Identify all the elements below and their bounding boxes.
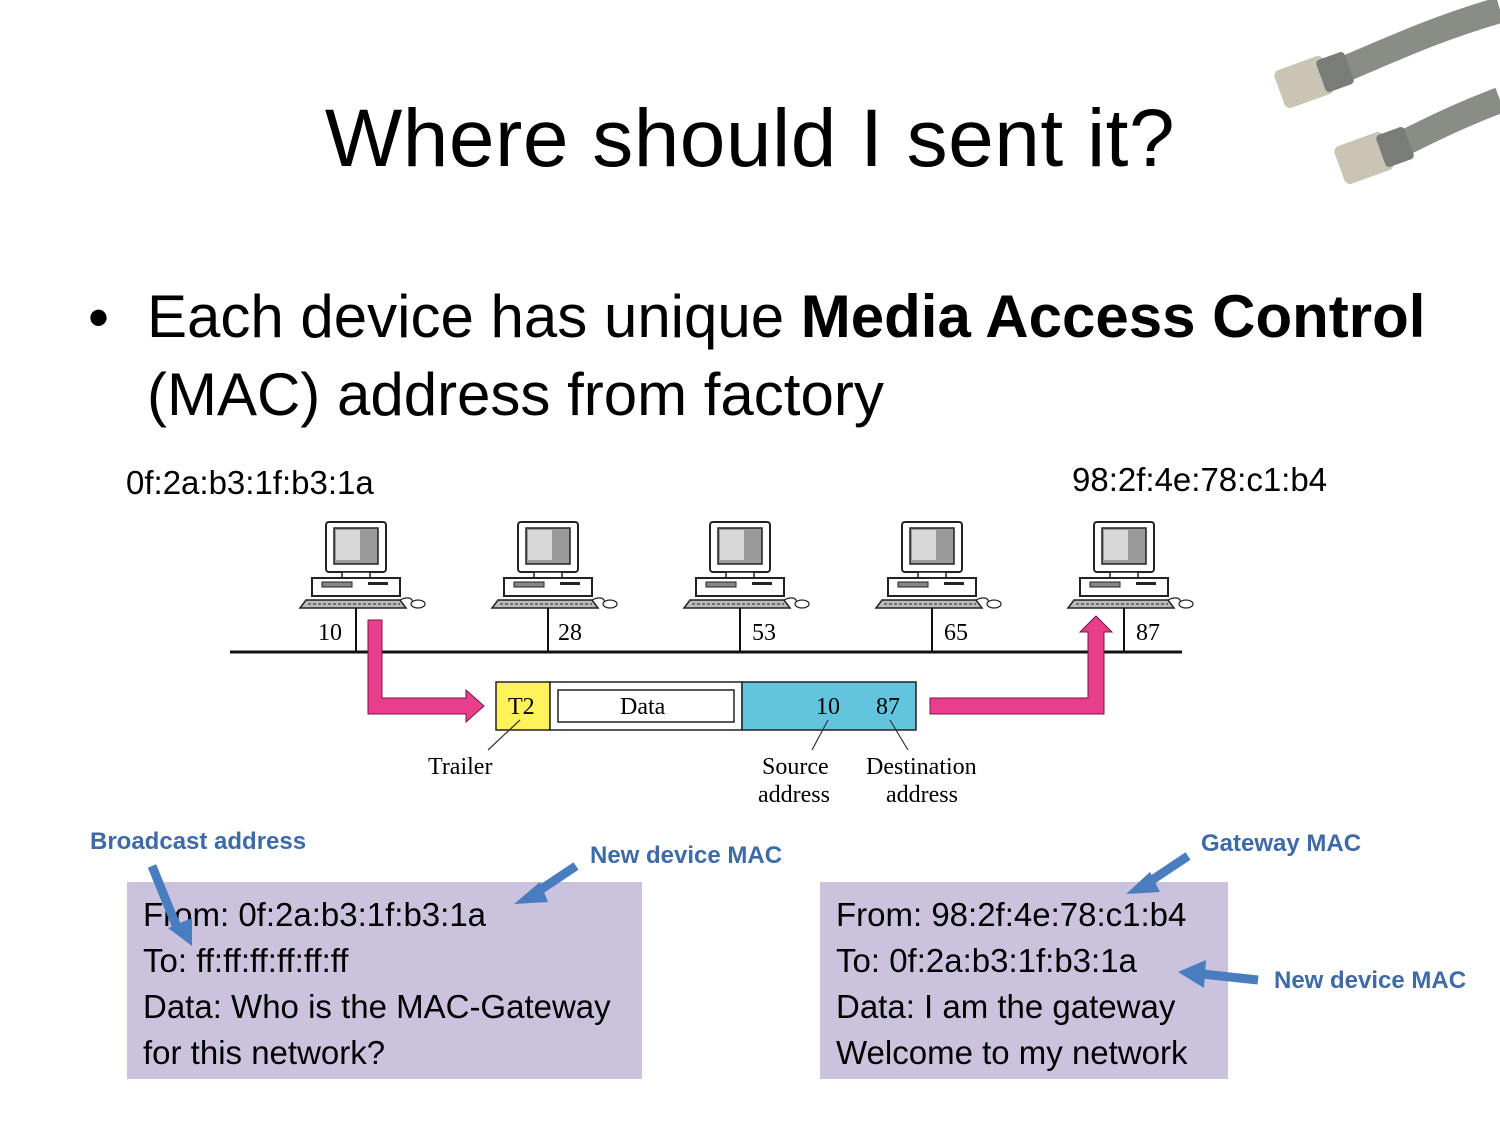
trailer-caption: Trailer xyxy=(428,754,492,780)
computer-icon xyxy=(875,521,1002,609)
new-device-mac-note-right: New device MAC xyxy=(1274,967,1467,994)
bullet-text: Each device has unique Media Access Cont… xyxy=(147,278,1437,434)
message-data-continued: for this network? xyxy=(143,1034,386,1071)
node-label: 87 xyxy=(1136,620,1160,646)
bullet-text-bold: Media Access Control xyxy=(800,283,1426,350)
frame-source-value: 10 xyxy=(816,694,840,720)
mac-label-left: 0f:2a:b3:1f:b3:1a xyxy=(126,464,374,501)
network-diagram: 10 28 53 65 87 T2 Data 10 87 Trailer Sou… xyxy=(230,521,1194,808)
bullet-text-prefix: Each device has unique xyxy=(147,283,801,350)
computer-icon xyxy=(299,521,426,609)
message-data-continued: Welcome to my network xyxy=(836,1034,1188,1071)
message-box-reply: From: 98:2f:4e:78:c1:b4 To: 0f:2a:b3:1f:… xyxy=(820,882,1228,1079)
frame-trailer-label: T2 xyxy=(508,694,535,720)
frame-header xyxy=(741,681,917,731)
frame-destination-value: 87 xyxy=(876,694,900,720)
broadcast-address-note: Broadcast address xyxy=(90,828,307,855)
source-caption-line2: address xyxy=(758,782,830,808)
message-data: Data: Who is the MAC-Gateway xyxy=(143,988,611,1025)
node-label: 65 xyxy=(944,620,968,646)
computer-icon xyxy=(683,521,810,609)
computer-icon xyxy=(491,521,618,609)
message-from: From: 98:2f:4e:78:c1:b4 xyxy=(836,896,1187,933)
new-device-mac-note-left: New device MAC xyxy=(590,842,783,869)
message-to: To: 0f:2a:b3:1f:b3:1a xyxy=(836,942,1137,979)
frame-trailer xyxy=(495,681,551,731)
message-to: To: ff:ff:ff:ff:ff:ff xyxy=(143,942,349,979)
arrow-icon xyxy=(1143,852,1191,888)
cable-bottom xyxy=(1334,87,1500,184)
node-label: 53 xyxy=(752,620,776,646)
destination-caption-line2: address xyxy=(886,782,958,808)
send-arrow-icon xyxy=(367,619,485,724)
destination-caption-line1: Destination xyxy=(866,754,977,780)
node-label: 10 xyxy=(318,620,342,646)
bullet-dot: • xyxy=(88,284,110,351)
ethernet-cable-image xyxy=(1274,0,1500,184)
message-box-request: From: 0f:2a:b3:1f:b3:1a To: ff:ff:ff:ff:… xyxy=(127,882,642,1079)
gateway-mac-note: Gateway MAC xyxy=(1201,830,1362,857)
node-label: 28 xyxy=(558,620,582,646)
bullet-text-suffix: (MAC) address from factory xyxy=(147,361,884,428)
cable-top xyxy=(1274,0,1500,108)
receive-arrow-icon xyxy=(929,615,1114,715)
slide-title: Where should I sent it? xyxy=(324,93,1176,184)
computer-icon xyxy=(1067,521,1194,609)
message-data: Data: I am the gateway xyxy=(836,988,1176,1025)
message-from: From: 0f:2a:b3:1f:b3:1a xyxy=(143,896,487,933)
frame-data-label: Data xyxy=(620,694,666,720)
source-caption-line1: Source xyxy=(762,754,829,780)
mac-label-right: 98:2f:4e:78:c1:b4 xyxy=(1072,461,1328,498)
